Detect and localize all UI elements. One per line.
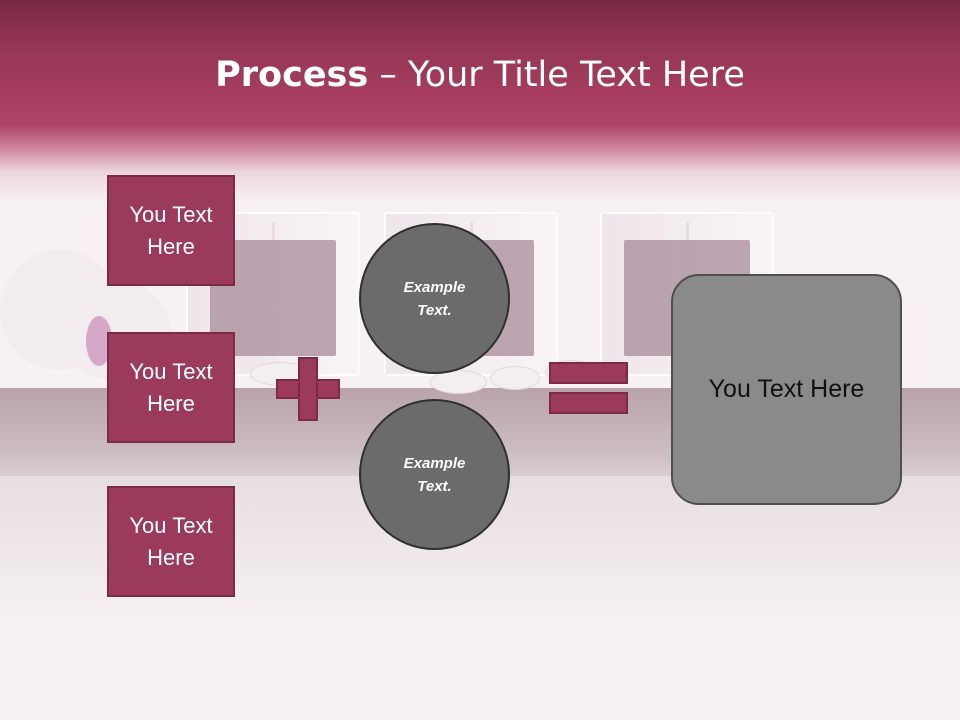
circle-label: Example Text. <box>403 278 466 319</box>
left-box-1[interactable]: You Text Here <box>107 175 235 286</box>
left-box-label: You Text Here <box>129 201 213 259</box>
example-circle-2[interactable]: Example Text. <box>359 399 510 550</box>
plus-center <box>300 381 316 397</box>
title-rest: – Your Title Text Here <box>368 55 745 95</box>
left-box-2[interactable]: You Text Here <box>107 332 235 443</box>
slide-title: Process – Your Title Text Here <box>0 54 960 96</box>
title-bold: Process <box>215 55 369 95</box>
result-box[interactable]: You Text Here <box>671 274 902 505</box>
example-circle-1[interactable]: Example Text. <box>359 223 510 374</box>
left-box-label: You Text Here <box>129 358 213 416</box>
result-label: You Text Here <box>708 375 865 403</box>
candle-wick <box>686 222 689 242</box>
candle-wick <box>272 222 275 242</box>
pebble <box>430 370 487 394</box>
equals-top-bar <box>549 362 628 384</box>
left-box-label: You Text Here <box>129 512 213 570</box>
header-band <box>0 0 960 200</box>
equals-bottom-bar <box>549 392 628 414</box>
circle-label: Example Text. <box>403 454 466 495</box>
left-box-3[interactable]: You Text Here <box>107 486 235 597</box>
pebble <box>490 366 540 390</box>
plus-icon <box>276 357 340 421</box>
